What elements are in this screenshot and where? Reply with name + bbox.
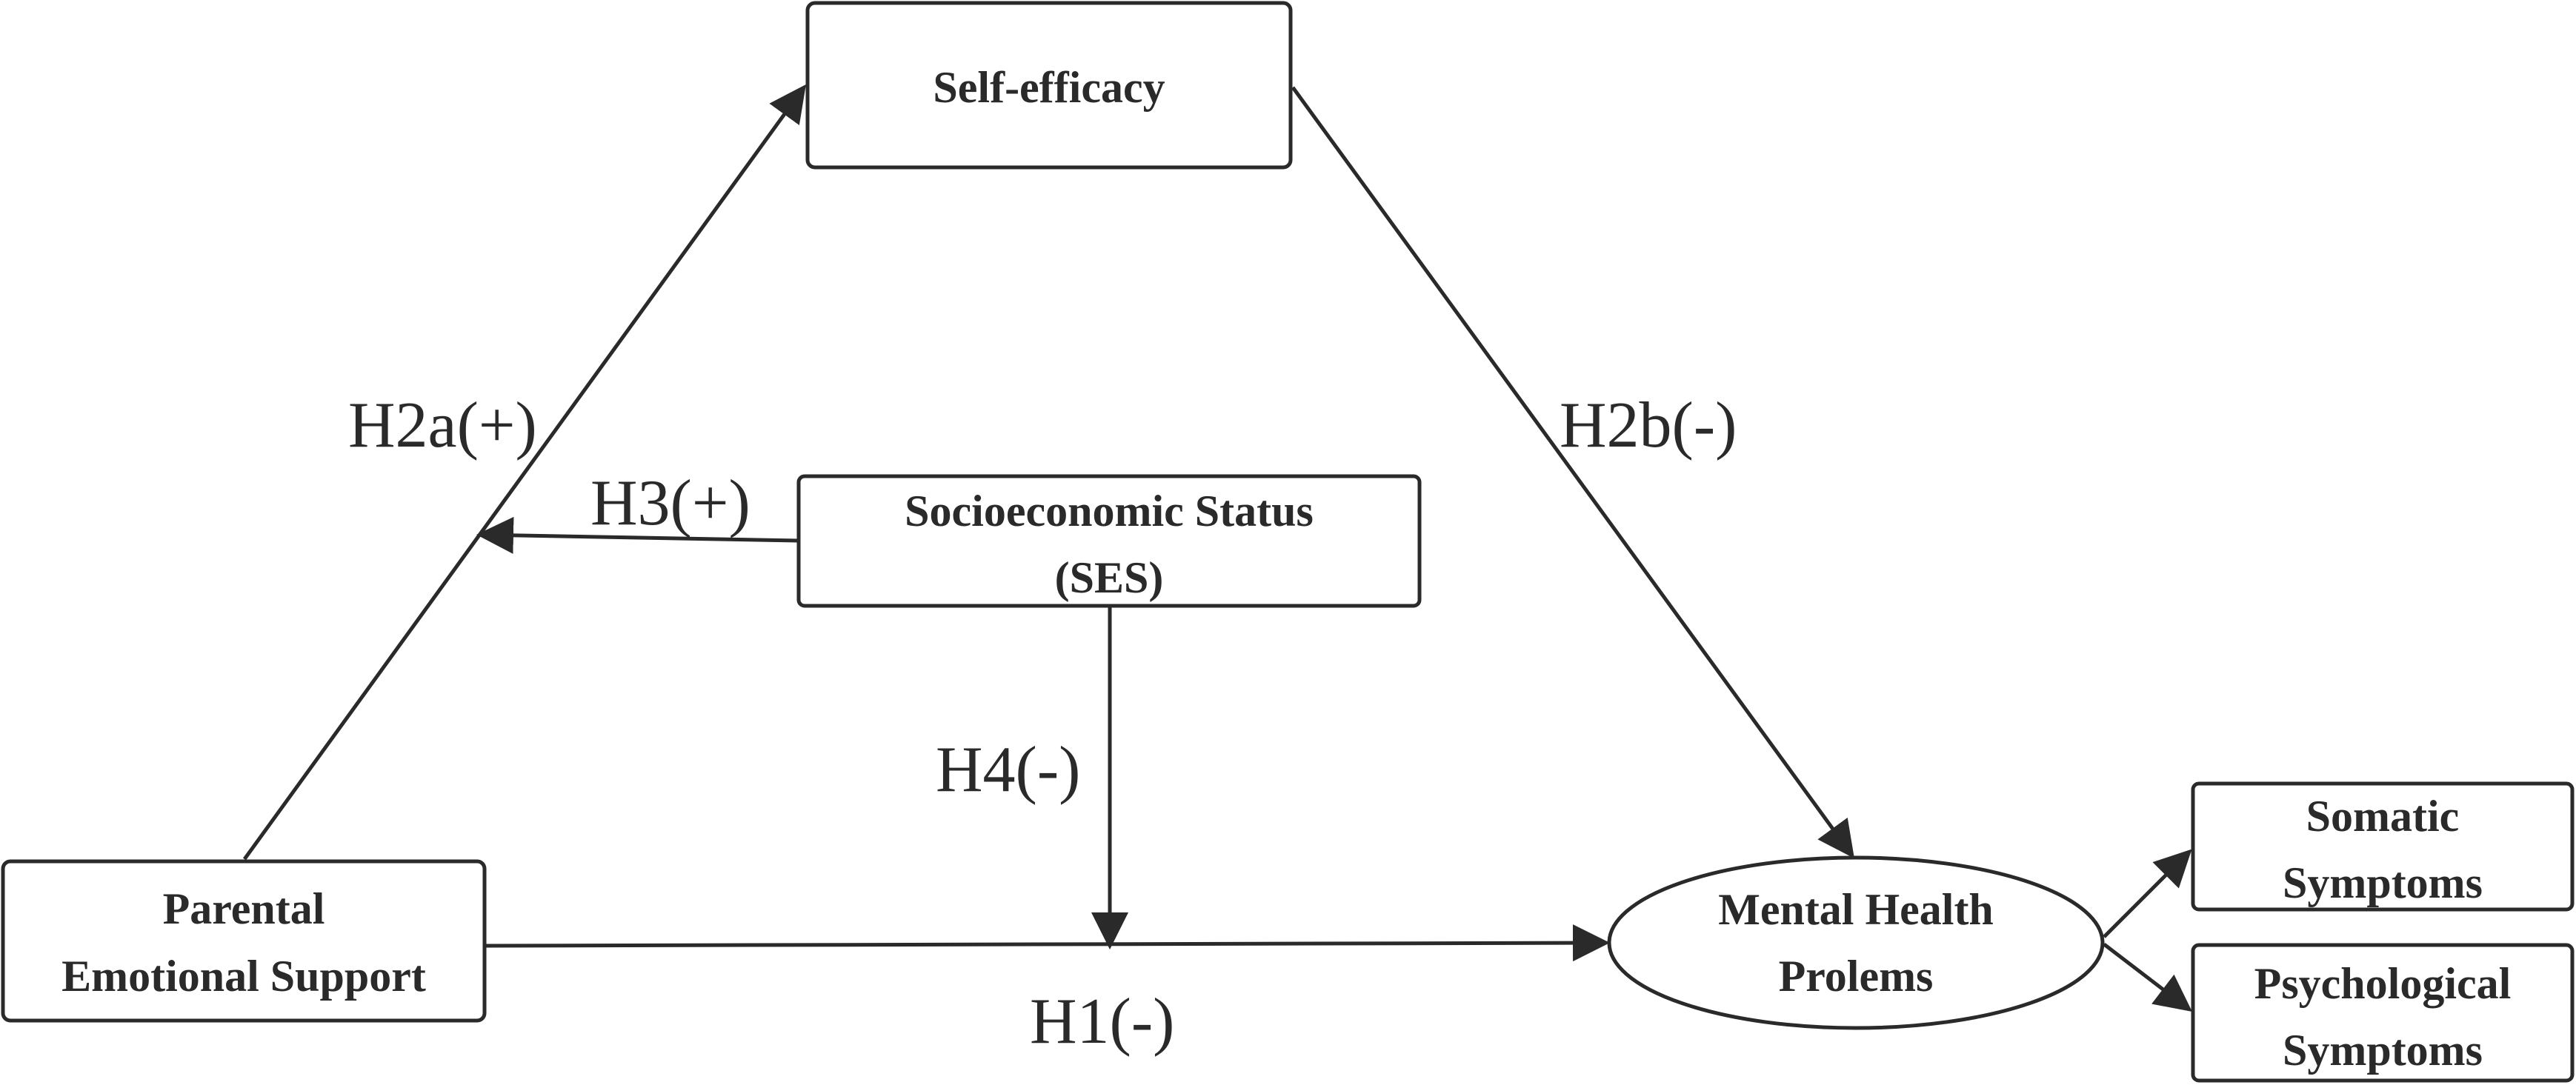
edge-to-psychological [2103, 943, 2192, 1012]
edge-h2b [1291, 86, 1854, 859]
label-h4: H4(-) [936, 734, 1080, 806]
somatic-label-line1: Somatic [2306, 792, 2460, 841]
edge-h1 [485, 924, 1610, 962]
ses-label-line2: (SES) [1055, 553, 1164, 602]
label-h2b: H2b(-) [1560, 390, 1737, 461]
label-h2a: H2a(+) [348, 390, 537, 461]
parental-support-label-line2: Emotional Support [61, 952, 426, 1001]
mental-health-label-line1: Mental Health [1718, 885, 1994, 934]
node-ses: Socioeconomic Status (SES) [796, 474, 1422, 608]
edge-to-somatic [2103, 849, 2192, 938]
hypothesis-labels: H2a(+) H2b(-) H3(+) H4(-) H1(-) [348, 390, 1737, 1058]
node-self-efficacy: Self-efficacy [805, 1, 1293, 170]
node-psychological: Psychological Symptoms [2191, 943, 2575, 1083]
psychological-label-line1: Psychological [2254, 959, 2512, 1008]
self-efficacy-label: Self-efficacy [933, 63, 1165, 112]
ses-label-line1: Socioeconomic Status [905, 487, 1314, 535]
node-parental-support: Parental Emotional Support [1, 859, 487, 1023]
mental-health-label-line2: Prolems [1779, 952, 1934, 1001]
edges [242, 84, 2192, 1012]
label-h1: H1(-) [1030, 986, 1174, 1058]
label-h3: H3(+) [590, 467, 750, 539]
psychological-label-line2: Symptoms [2283, 1026, 2483, 1075]
edge-h2a [242, 84, 806, 861]
edge-h3 [476, 516, 799, 554]
node-somatic: Somatic Symptoms [2191, 781, 2575, 912]
parental-support-label-line1: Parental [163, 884, 325, 933]
node-mental-health: Mental Health Prolems [1607, 855, 2105, 1030]
somatic-label-line2: Symptoms [2283, 858, 2483, 907]
